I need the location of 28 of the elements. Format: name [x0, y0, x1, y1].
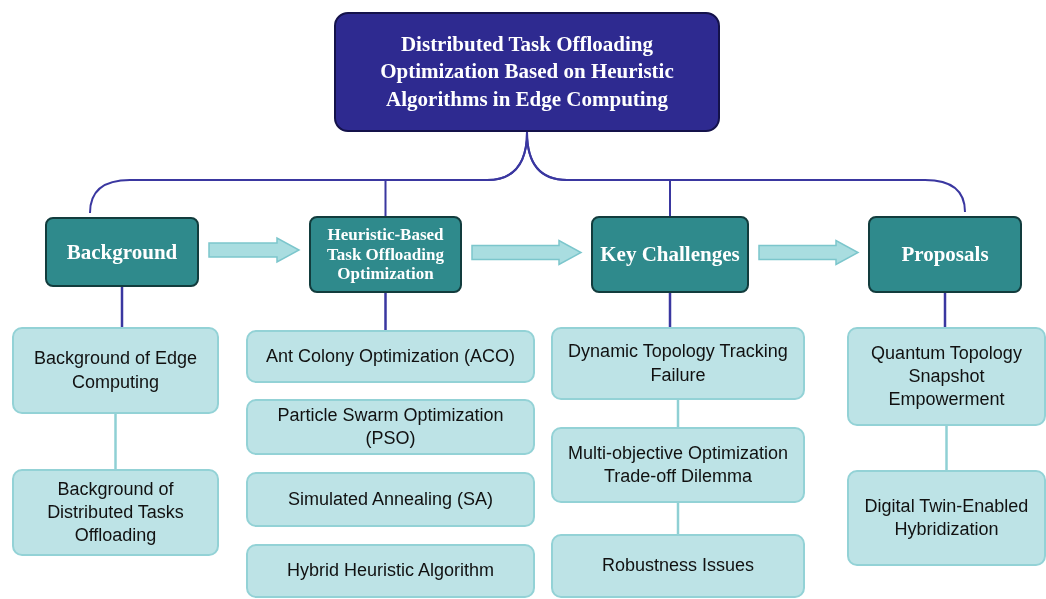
topic-box: Digital Twin-Enabled Hybridization [847, 470, 1046, 566]
topic-box: Multi-objective Optimization Trade-off Dilemma [551, 427, 805, 503]
title-box: Distributed Task Offloading Optimization Based on Heuristic Algorithms in Edge Computing [334, 12, 720, 132]
block-arrow [208, 236, 301, 264]
category-box: Proposals [868, 216, 1022, 293]
topic-box: Background of Edge Computing [12, 327, 219, 414]
connector-line [676, 400, 680, 427]
topic-box: Ant Colony Optimization (ACO) [246, 330, 535, 383]
category-box: Key Challenges [591, 216, 749, 293]
block-arrow [758, 239, 860, 266]
topic-box: Background of Distributed Tasks Offloading [12, 469, 219, 556]
connector-line [945, 426, 948, 470]
category-box: Background [45, 217, 199, 287]
topic-box: Robustness Issues [551, 534, 805, 598]
topic-box: Particle Swarm Optimization (PSO) [246, 399, 535, 455]
connector-line [676, 503, 680, 534]
connector-line [668, 293, 672, 327]
topic-box: Hybrid Heuristic Algorithm [246, 544, 535, 598]
connector-line [943, 293, 947, 327]
connector-line [384, 293, 387, 330]
category-box: Heuristic-Based Task Offloading Optimization [309, 216, 462, 293]
block-arrow [471, 239, 583, 266]
topic-box: Quantum Topology Snapshot Empowerment [847, 327, 1046, 426]
topic-box: Simulated Annealing (SA) [246, 472, 535, 527]
bracket-connector [526, 131, 966, 213]
connector-line [114, 414, 117, 469]
topic-box: Dynamic Topology Tracking Failure [551, 327, 805, 400]
connector-line [120, 287, 124, 327]
